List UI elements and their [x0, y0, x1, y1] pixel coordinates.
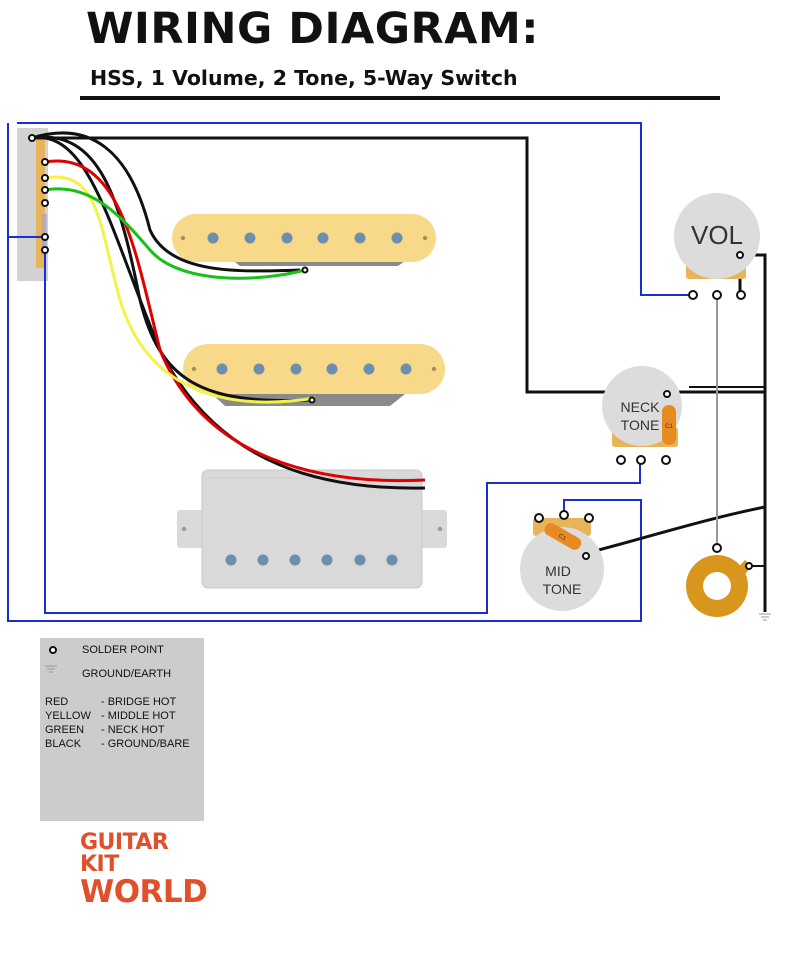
- legend-ground: GROUND/EARTH: [82, 668, 172, 680]
- legend-color: GREEN: [45, 724, 85, 736]
- solder-point: [736, 290, 746, 300]
- neck-tone-label-1: NECK: [621, 399, 661, 415]
- page-title: WIRING DIAGRAM:: [86, 4, 539, 54]
- solder-point: [636, 455, 646, 465]
- bridge-humbucker: [177, 469, 447, 589]
- solder-point: [616, 455, 626, 465]
- legend-box: SOLDER POINT GROUND/EARTH RED - BRIDGE H…: [40, 638, 204, 821]
- neck-cap-label: C1: [665, 424, 673, 430]
- solder-point: [28, 134, 36, 142]
- output-jack-icon: [686, 555, 765, 617]
- solder-point: [301, 266, 309, 274]
- solder-point: [712, 543, 722, 553]
- yellow-wire: [44, 175, 316, 404]
- legend-color: RED: [45, 696, 69, 708]
- neck-pickup: [172, 214, 436, 266]
- solder-points: [28, 134, 753, 570]
- solder-point: [41, 199, 49, 207]
- solder-point: [41, 246, 49, 254]
- mid-tone-label-2: TONE: [543, 581, 582, 597]
- solder-point: [559, 510, 569, 520]
- legend-color: BLACK: [45, 738, 82, 750]
- logo-line-2: WORLD: [80, 874, 208, 910]
- mid-tone-pot: MID TONE C1: [520, 518, 604, 611]
- solder-point: [582, 552, 590, 560]
- mid-tone-capacitor: [544, 522, 582, 550]
- ground-icon: [759, 613, 771, 621]
- neck-tone-capacitor: [662, 405, 676, 445]
- green-wire: [44, 187, 306, 280]
- neck-tone-label-2: TONE: [621, 417, 660, 433]
- solder-point: [663, 390, 671, 398]
- legend-meaning: - NECK HOT: [101, 724, 165, 736]
- solder-point: [41, 158, 49, 166]
- legend-color: YELLOW: [45, 710, 91, 722]
- blue-wires: [7, 122, 693, 622]
- solder-point: [712, 290, 722, 300]
- solder-point: [534, 513, 544, 523]
- legend-meaning: - GROUND/BARE: [101, 738, 190, 750]
- solder-point: [688, 290, 698, 300]
- solder-point: [308, 396, 316, 404]
- solder-point: [41, 186, 49, 194]
- logo-line-1: GUITAR KIT: [80, 830, 169, 877]
- mid-cap-label: C1: [557, 533, 567, 542]
- page-subtitle: HSS, 1 Volume, 2 Tone, 5-Way Switch: [90, 66, 518, 90]
- solder-point: [584, 513, 594, 523]
- title-underline: [80, 96, 720, 100]
- mid-tone-label-1: MID: [545, 563, 571, 579]
- legend-meaning: - MIDDLE HOT: [101, 710, 176, 722]
- solder-point-icon: [49, 646, 57, 654]
- solder-point: [736, 251, 744, 259]
- black-wires: [31, 131, 767, 612]
- solder-point: [661, 455, 671, 465]
- solder-point: [41, 233, 49, 241]
- solder-point: [745, 562, 753, 570]
- switch-contact-strip: [36, 140, 45, 268]
- solder-point: [41, 174, 49, 182]
- legend-solder-point: SOLDER POINT: [82, 644, 164, 656]
- vol-label: VOL: [691, 220, 743, 250]
- red-wire: [44, 159, 426, 483]
- legend-meaning: - BRIDGE HOT: [101, 696, 177, 708]
- ground-icon: [45, 665, 57, 673]
- volume-pot: VOL: [674, 193, 760, 279]
- switch-slot: [42, 214, 47, 250]
- guitar-kit-world-logo: GUITAR KIT WORLD: [80, 832, 210, 908]
- neck-tone-pot: NECK TONE C1: [602, 366, 682, 447]
